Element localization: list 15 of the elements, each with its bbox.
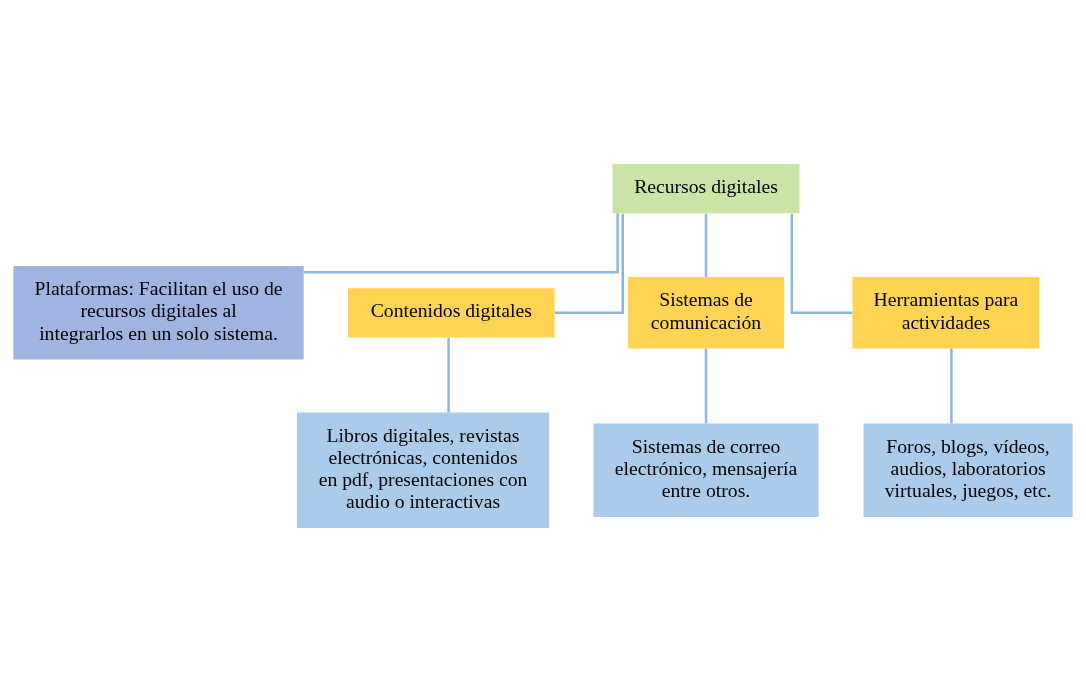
connector	[790, 213, 853, 314]
node-box: Plataformas: Facilitan el uso de recursos digitales al integrarlos en un solo sistema.	[13, 266, 304, 360]
connector	[303, 213, 619, 274]
connector	[447, 337, 450, 413]
node-box: Herramientas para actividades	[852, 277, 1040, 349]
node-box: Contenidos digitales	[348, 288, 555, 338]
connector	[950, 348, 953, 424]
connector	[555, 213, 624, 314]
node-box: Foros, blogs, vídeos, audios, laboratorios virtuales, juegos, etc.	[863, 423, 1073, 517]
node-box: Recursos digitales	[612, 163, 800, 214]
connector	[704, 213, 708, 277]
connector	[704, 348, 708, 424]
node-box: Sistemas de comunicación	[627, 277, 785, 349]
node-box: Libros digitales, revistas electrónicas, contenidos en pdf, presentaciones con audio o interactivas	[296, 412, 550, 529]
node-box: Sistemas de correo electrónico, mensajería entre otros.	[593, 423, 819, 517]
